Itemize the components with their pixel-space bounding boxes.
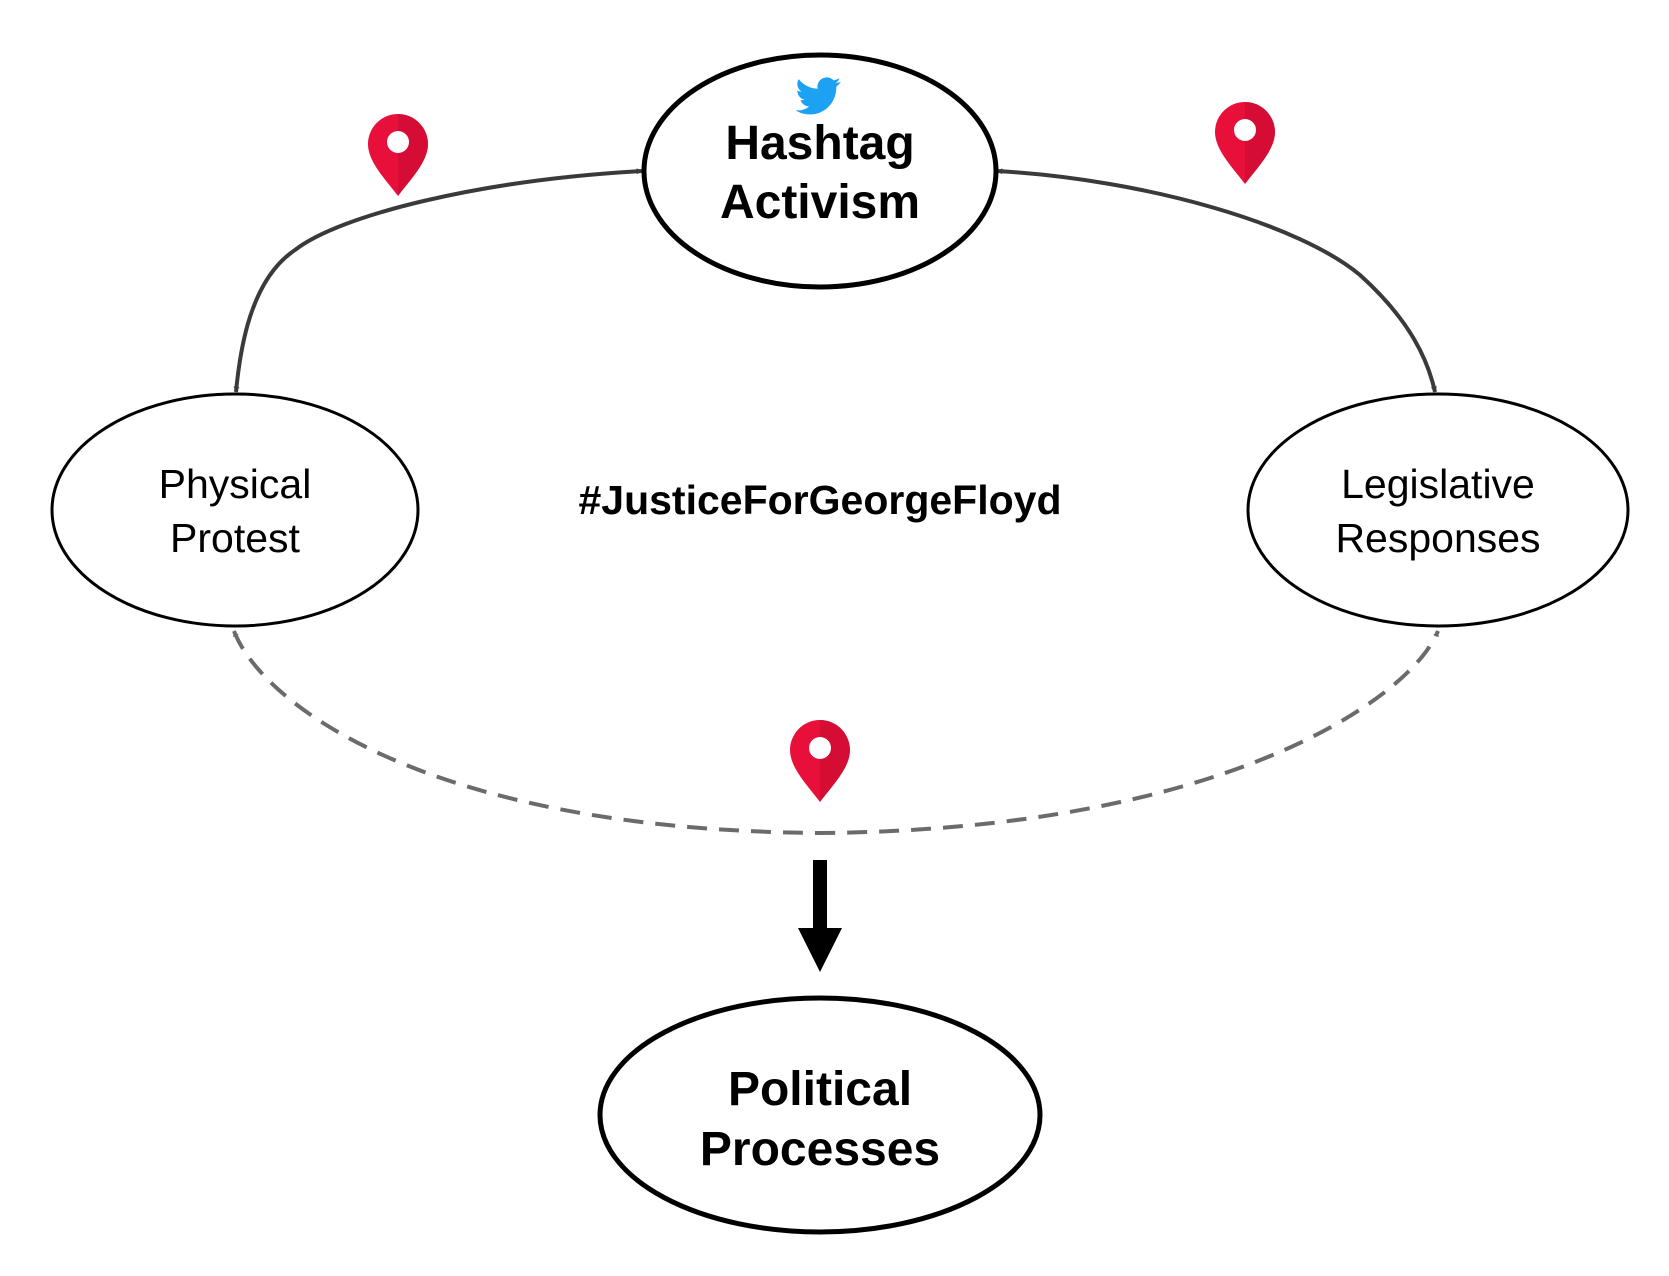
node-political-processes: Political Processes [597, 995, 1043, 1235]
legislative-responses-label-line1: Legislative [1341, 461, 1535, 507]
physical-protest-label-line1: Physical [159, 461, 312, 507]
hashtag-activism-label-line1: Hashtag [725, 117, 914, 170]
arrow-hashtag-to-legislative-responses [996, 168, 1437, 393]
hashtag-justice-label: #JusticeForGeorgeFloyd [578, 477, 1061, 523]
node-hashtag-activism: Hashtag Activism [641, 52, 999, 290]
hashtag-activism-label-line2: Activism [720, 176, 920, 229]
political-processes-label-line1: Political [728, 1063, 912, 1116]
arrow-hashtag-to-physical-protest [233, 168, 643, 393]
node-physical-protest: Physical Protest [50, 392, 420, 628]
arrow-to-political-processes [798, 860, 842, 972]
location-pin-icon [1215, 102, 1275, 184]
location-pin-icon [790, 720, 850, 802]
arrow-physical-to-legislative-dashed [232, 630, 1440, 836]
political-processes-label-line2: Processes [700, 1123, 940, 1176]
location-pin-icon [368, 114, 428, 196]
twitter-bird-icon [795, 77, 841, 115]
legislative-responses-label-line2: Responses [1335, 515, 1540, 561]
physical-protest-label-line2: Protest [170, 515, 300, 561]
node-legislative-responses: Legislative Responses [1246, 392, 1630, 628]
